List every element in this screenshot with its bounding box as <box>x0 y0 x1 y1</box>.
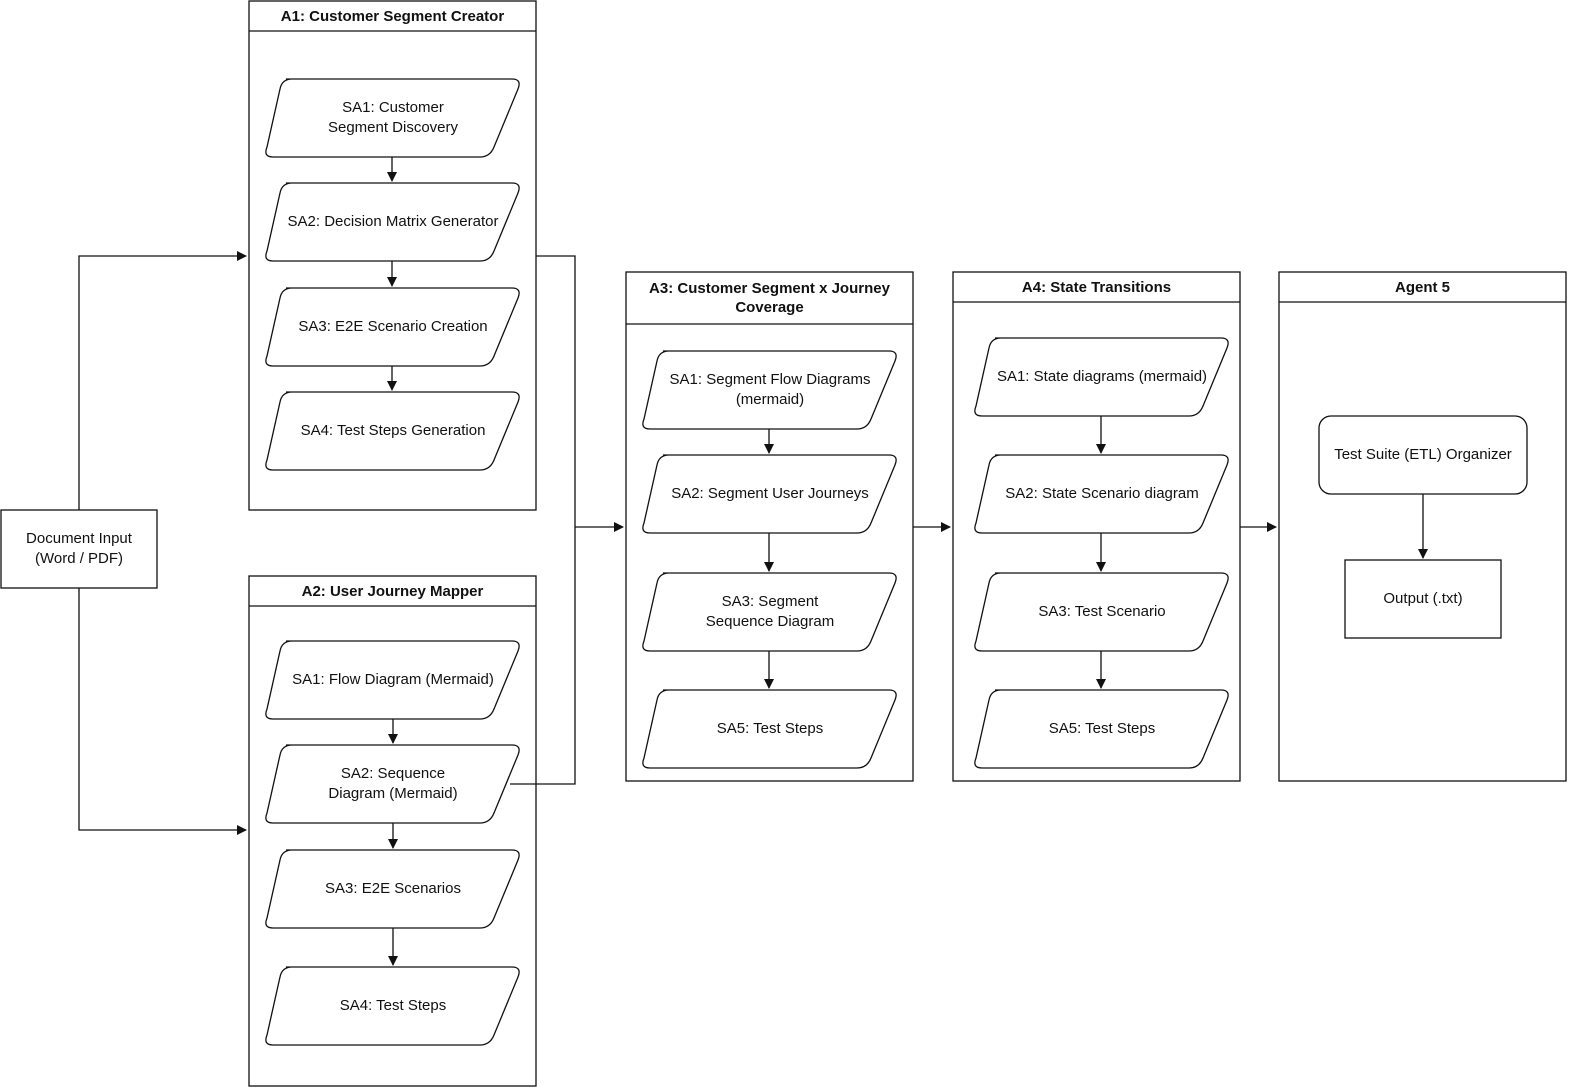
agent-5-step-2-shape <box>1344 559 1502 639</box>
a3-step-1-shape <box>642 350 897 430</box>
a1-step-4-shape <box>265 391 520 471</box>
connector-input-to-a1 <box>78 251 247 510</box>
a4-step-3-shape <box>974 572 1229 652</box>
a1-step-3-shape <box>265 287 520 367</box>
a3-step-4-shape <box>642 689 897 769</box>
connector-input-to-a2 <box>78 588 247 835</box>
a4-step-1-shape <box>974 337 1229 417</box>
a4-step-2-shape <box>974 454 1229 534</box>
a2-step-4-shape <box>265 966 520 1046</box>
a1-step-2-shape <box>265 182 520 262</box>
a2-step-1-shape <box>265 640 520 720</box>
a4-step-4-shape <box>974 689 1229 769</box>
connector-a2-to-a3 <box>510 527 576 785</box>
a2-step-2-shape <box>265 744 520 824</box>
a1-step-1-shape <box>265 78 520 158</box>
connector-a1-to-a3 <box>536 255 576 527</box>
agent-5-step-1-shape <box>1318 415 1528 495</box>
a2-step-3-shape <box>265 849 520 929</box>
document-input-box <box>0 509 158 589</box>
a3-step-2-shape <box>642 454 897 534</box>
a3-step-3-shape <box>642 572 897 652</box>
